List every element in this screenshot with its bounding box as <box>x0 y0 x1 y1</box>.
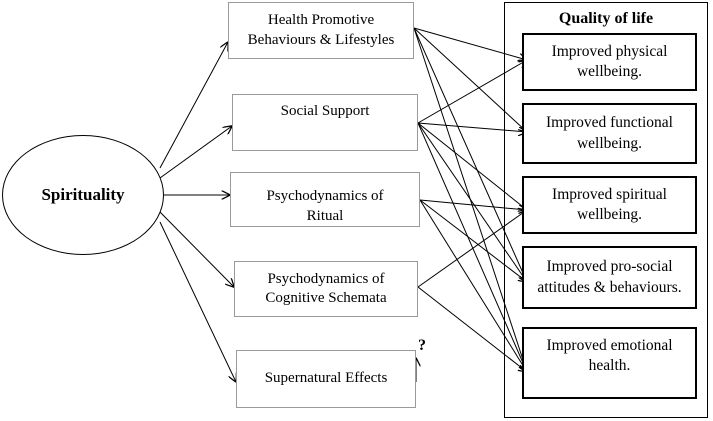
outcome-physical: Improved physical wellbeing. <box>522 33 697 91</box>
mediator-supernatural-label: Supernatural Effects <box>264 370 388 387</box>
mediator-social-label: Social Support <box>280 103 370 119</box>
arrow-health-to-physical <box>413 27 527 60</box>
arrow-ritual-to-spiritual <box>419 199 527 210</box>
arrow-source-to-social <box>159 126 232 179</box>
mediator-ritual-label: Psychodynamics of Ritual <box>266 188 384 224</box>
spirituality-node: Spirituality <box>2 135 164 255</box>
arrow-schemata-to-spiritual <box>417 210 527 288</box>
arrow-source-to-supernatural <box>159 221 236 382</box>
outcome-prosocial: Improved pro-social attitudes & behaviou… <box>522 246 697 309</box>
outcome-spiritual: Improved spiritual wellbeing. <box>522 176 697 234</box>
mediator-social: Social Support <box>232 94 418 151</box>
arrow-social-to-emotional <box>417 122 527 372</box>
arrow-social-to-prosocial <box>417 122 527 282</box>
arrow-ritual-to-emotional <box>419 199 527 372</box>
arrow-source-to-health <box>159 42 228 169</box>
arrow-source-to-schemata <box>159 211 234 287</box>
unknown-effect-mark: ? <box>418 337 426 354</box>
mediator-schemata-label: Psychodynamics of Cognitive Schemata <box>265 270 387 307</box>
arrow-health-to-functional <box>413 27 527 132</box>
outcome-functional: Improved functional wellbeing. <box>522 103 697 164</box>
outcome-spiritual-label: Improved spiritual wellbeing. <box>552 185 667 223</box>
outcome-functional-label: Improved functional wellbeing. <box>546 114 673 152</box>
mediator-schemata: Psychodynamics of Cognitive Schemata <box>234 261 418 317</box>
mediator-ritual: Psychodynamics of Ritual <box>230 172 420 227</box>
arrow-schemata-to-emotional <box>417 286 527 372</box>
mediator-supernatural: Supernatural Effects <box>236 350 416 408</box>
mediator-health: Health Promotive Behaviours & Lifestyles <box>228 2 414 59</box>
outcome-emotional-label: Improved emotional health. <box>546 336 673 374</box>
quality-of-life-group <box>504 2 708 418</box>
mediator-health-label: Health Promotive Behaviours & Lifestyles <box>247 12 395 48</box>
arrow-social-to-physical <box>417 60 527 124</box>
arrow-health-to-prosocial <box>413 27 527 282</box>
arrow-social-to-functional <box>417 122 527 132</box>
outcome-physical-label: Improved physical wellbeing. <box>551 42 668 80</box>
quality-of-life-title: Quality of life <box>558 10 654 27</box>
spirituality-label: Spirituality <box>41 185 125 204</box>
arrow-social-to-spiritual <box>417 122 527 210</box>
outcome-prosocial-label: Improved pro-social attitudes & behaviou… <box>537 258 682 296</box>
arrow-ritual-to-prosocial <box>419 199 527 282</box>
outcome-emotional: Improved emotional health. <box>522 327 697 399</box>
